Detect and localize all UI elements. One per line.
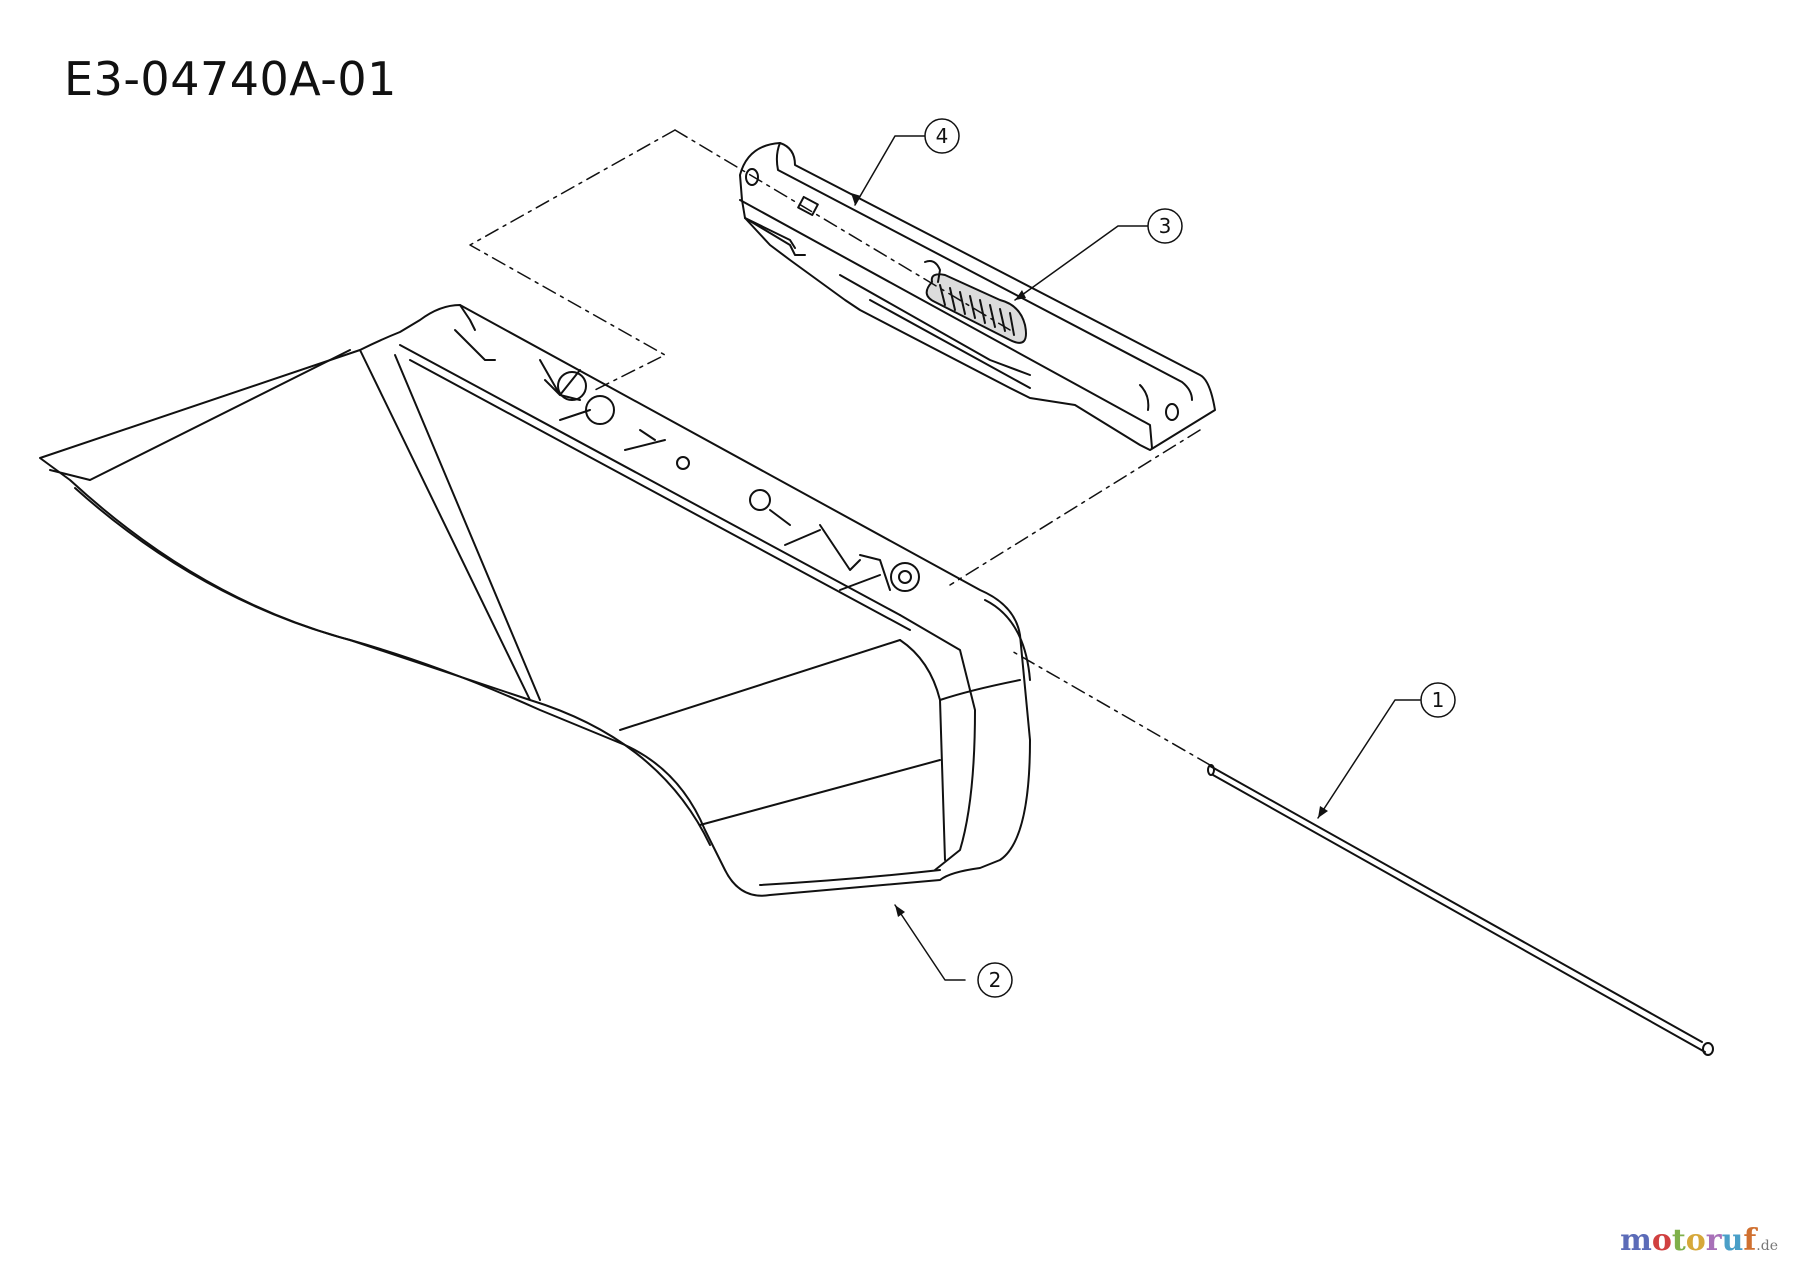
callout-2: 2 (977, 962, 1013, 998)
callout-3: 3 (1147, 208, 1183, 244)
watermark-letter: r (1705, 1223, 1722, 1258)
part-2-grass-bag-frame (39, 304, 1031, 897)
watermark-letter: f (1743, 1223, 1757, 1258)
svg-text:1: 1 (1432, 688, 1445, 712)
watermark-letter: o (1685, 1223, 1706, 1258)
watermark-letter: o (1651, 1223, 1672, 1258)
watermark-letter: t (1671, 1223, 1686, 1258)
callout-4: 4 (924, 118, 960, 154)
svg-text:4: 4 (936, 124, 949, 148)
watermark-letter: u (1721, 1223, 1744, 1258)
watermark-letter: m (1620, 1223, 1652, 1258)
svg-text:2: 2 (989, 968, 1002, 992)
part-4-hinge-bracket (739, 142, 1216, 451)
part-3-torsion-spring (924, 260, 1027, 344)
leader-lines (854, 135, 1421, 981)
watermark-suffix: .de (1756, 1238, 1778, 1254)
diagram-title: E3-04740A-01 (64, 52, 397, 106)
svg-text:3: 3 (1159, 214, 1172, 238)
leader-arrowheads (851, 193, 1328, 917)
part-1-rod (1207, 764, 1714, 1056)
assembly-lines (469, 129, 1211, 766)
callout-1: 1 (1420, 682, 1456, 718)
motoruf-watermark-logo: motoruf.de (1620, 1223, 1778, 1258)
